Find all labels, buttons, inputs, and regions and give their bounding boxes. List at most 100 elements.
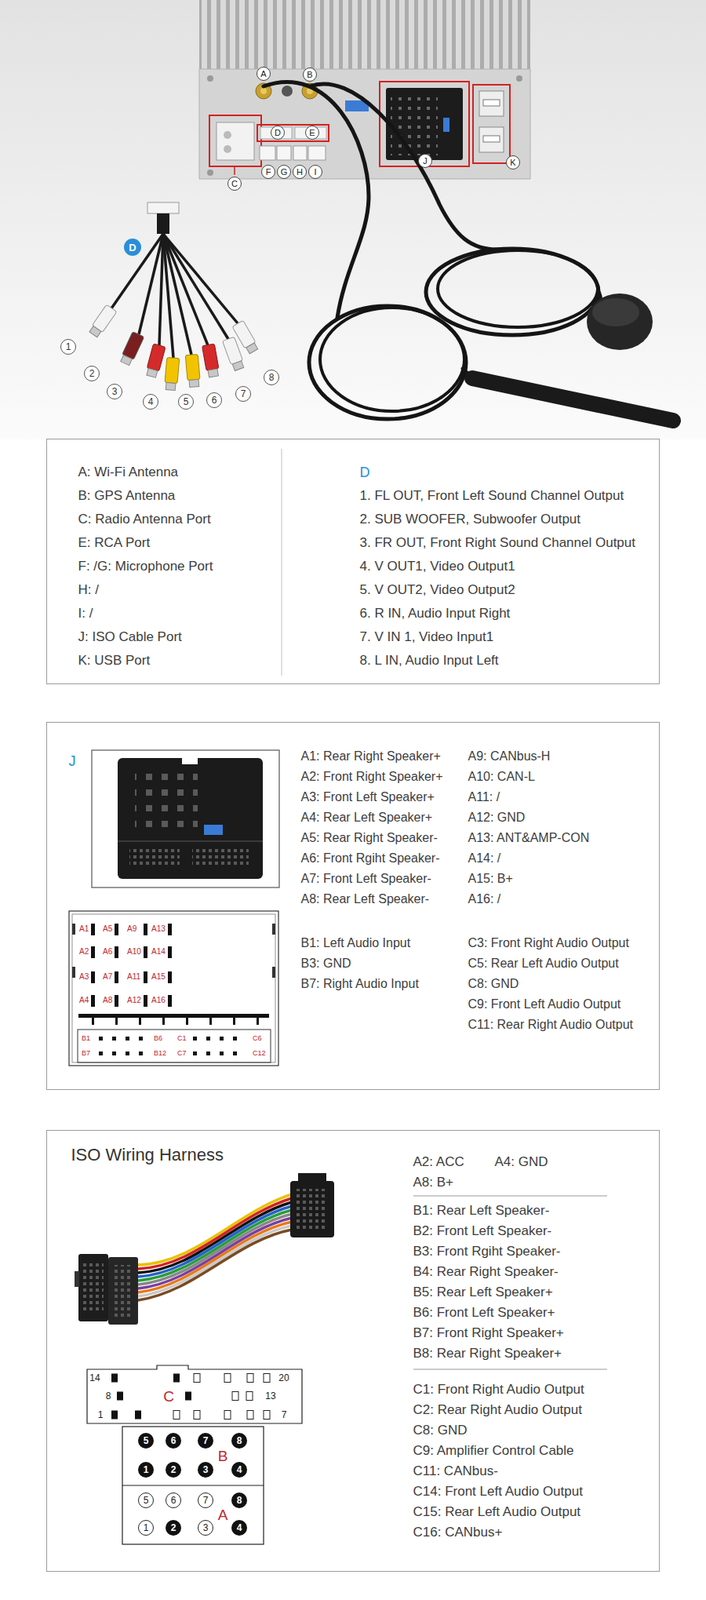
iso-pin-face bbox=[143, 994, 148, 1007]
iso-pin-face bbox=[232, 1017, 236, 1025]
iso-socket-face bbox=[246, 1391, 253, 1401]
panel-text: C9: Amplifier Control Cable bbox=[413, 1442, 575, 1459]
head-unit bbox=[223, 131, 232, 139]
pin-label: A12 bbox=[127, 996, 142, 1005]
iso-socket-face bbox=[193, 1373, 201, 1383]
iso-pin-face bbox=[69, 910, 279, 1066]
antenna-cables bbox=[263, 82, 603, 419]
callout-number: 7 bbox=[235, 385, 252, 402]
iso-connector-photo bbox=[117, 840, 263, 842]
iso-pin-face bbox=[143, 946, 148, 958]
iso-connector-photo bbox=[129, 847, 180, 867]
gps-antenna bbox=[586, 293, 653, 350]
pin-description: A13: ANT&AMP-CON bbox=[468, 829, 590, 846]
iso-connector-photo bbox=[117, 757, 263, 879]
rca-cable bbox=[232, 320, 259, 355]
pin-description: A6: Front Rgiht Speaker- bbox=[301, 850, 441, 867]
separator-line bbox=[413, 1368, 608, 1370]
callout-number: 3 bbox=[106, 383, 123, 400]
pin-description: A1: Rear Right Speaker+ bbox=[301, 748, 441, 765]
rca-cable bbox=[147, 202, 179, 214]
iso-pin-face bbox=[167, 971, 172, 983]
pin-number: 6 bbox=[165, 1492, 182, 1508]
rca-cable bbox=[146, 367, 158, 378]
iso-pin-face bbox=[185, 1017, 189, 1025]
iso-pin-face bbox=[219, 1051, 224, 1056]
iso-pin-face bbox=[206, 1051, 211, 1056]
head-unit bbox=[473, 84, 510, 164]
pin-description: A15: B+ bbox=[468, 870, 514, 887]
rca-cable bbox=[246, 342, 259, 354]
head-unit bbox=[223, 145, 232, 153]
iso-socket-face bbox=[122, 1426, 264, 1544]
iso-socket-face bbox=[173, 1410, 180, 1420]
head-unit bbox=[479, 127, 504, 153]
pin-label: A8 bbox=[102, 996, 113, 1005]
callout-number: 1 bbox=[60, 338, 77, 355]
panel-text: C11: CANbus- bbox=[413, 1462, 499, 1479]
iso-socket-face bbox=[116, 1391, 124, 1401]
iso-socket-face bbox=[173, 1373, 270, 1420]
pin-description: C9: Front Left Audio Output bbox=[468, 996, 622, 1012]
info-panel: JA1: Rear Right Speaker+A2: Front Right … bbox=[46, 721, 660, 1090]
panel-text: F: /G: Microphone Port bbox=[78, 558, 214, 575]
iso-pin-face bbox=[167, 923, 172, 936]
head-unit bbox=[216, 122, 255, 161]
iso-pin-face bbox=[143, 923, 148, 936]
pin-label: A6 bbox=[102, 947, 113, 956]
pin-number: 4 bbox=[231, 1519, 248, 1536]
head-unit bbox=[207, 169, 214, 176]
wiring-harness bbox=[78, 1253, 109, 1322]
iso-pin-face bbox=[167, 946, 172, 958]
panel-text: C: Radio Antenna Port bbox=[78, 511, 212, 528]
panel-ground bbox=[46, 721, 660, 1090]
head-unit bbox=[207, 75, 214, 82]
iso-pin-face bbox=[125, 1051, 130, 1056]
iso-socket-face bbox=[224, 1373, 231, 1383]
antenna-cables bbox=[309, 305, 466, 419]
wiring-harness bbox=[290, 1180, 335, 1238]
antenna-cables bbox=[309, 83, 503, 250]
pin-number: 7 bbox=[197, 1432, 214, 1449]
pin-label: B1 bbox=[81, 1034, 91, 1042]
rca-cable bbox=[89, 326, 102, 338]
iso-connector-photo bbox=[203, 824, 223, 835]
callout-letter: K bbox=[505, 155, 521, 170]
info-panel: ISO Wiring HarnessA2: ACCA4: GNDA8: B+B1… bbox=[46, 1129, 660, 1572]
callout-letter: B bbox=[302, 67, 317, 82]
wiring-harness bbox=[138, 1229, 292, 1300]
pin-description: C11: Rear Right Audio Output bbox=[468, 1016, 634, 1033]
panel-text: B3: Front Rgiht Speaker- bbox=[413, 1243, 561, 1260]
panel-text: A8: B+ bbox=[413, 1174, 455, 1191]
block-letter: C bbox=[163, 1388, 175, 1404]
pin-label: C12 bbox=[252, 1049, 266, 1057]
iso-connector-photo bbox=[181, 757, 198, 765]
head-unit bbox=[390, 92, 438, 156]
wiring-harness bbox=[108, 1256, 139, 1325]
panel-text: 6. R IN, Audio Input Right bbox=[360, 605, 511, 622]
panel-text: 8. L IN, Audio Input Left bbox=[360, 652, 499, 669]
gps-antenna bbox=[586, 293, 653, 350]
section-letter: D bbox=[360, 463, 371, 481]
panel-text: C1: Front Right Audio Output bbox=[413, 1381, 585, 1398]
pin-number: 1 bbox=[138, 1461, 154, 1478]
iso-pin-face bbox=[72, 923, 76, 935]
iso-socket-face bbox=[87, 1364, 303, 1544]
rca-cable bbox=[164, 356, 180, 383]
pin-label: A11 bbox=[127, 972, 141, 981]
iso-socket-face bbox=[134, 1410, 142, 1420]
wiring-harness bbox=[296, 1188, 328, 1230]
iso-pin-face bbox=[138, 1051, 143, 1056]
rca-cable bbox=[87, 202, 259, 391]
pin-number: 8 bbox=[105, 1390, 112, 1401]
pin-description: A2: Front Right Speaker+ bbox=[301, 768, 444, 785]
pin-description: C5: Rear Left Audio Output bbox=[468, 955, 619, 972]
panel-text: C14: Front Left Audio Output bbox=[413, 1483, 583, 1500]
iso-connector-photo bbox=[91, 749, 280, 888]
pin-number: 1 bbox=[98, 1409, 104, 1420]
pin-label: C1 bbox=[177, 1034, 187, 1042]
iso-pin-face bbox=[98, 1036, 103, 1041]
head-unit bbox=[483, 99, 500, 106]
stick-antenna bbox=[472, 378, 674, 421]
iso-pin-face bbox=[232, 1051, 237, 1056]
